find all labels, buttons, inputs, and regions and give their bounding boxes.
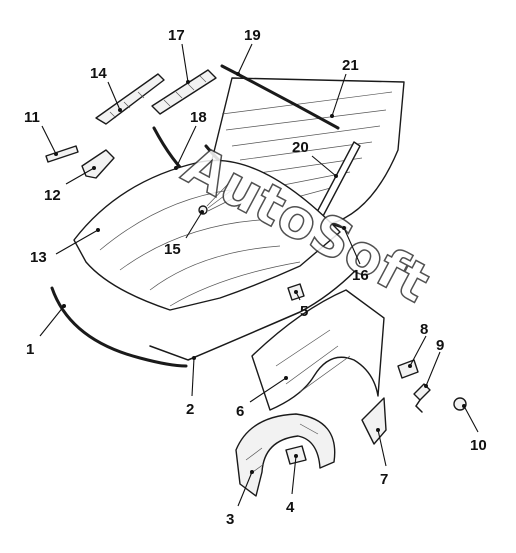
part-release-cable [149, 269, 357, 361]
callout-5: 5 [300, 303, 308, 320]
callout-12: 12 [44, 187, 61, 204]
part-lamp-socket [413, 383, 431, 413]
part-bracket-plate [361, 397, 387, 445]
callout-13: 13 [30, 249, 47, 266]
callout-21: 21 [342, 57, 359, 74]
callout-1: 1 [26, 341, 34, 358]
callout-9: 9 [436, 337, 444, 354]
part-front-fender [251, 289, 385, 411]
callout-2: 2 [186, 401, 194, 418]
part-hood-hinge [81, 149, 115, 179]
callout-17: 17 [168, 27, 185, 44]
callout-labels: 1 2 3 4 5 6 7 8 9 10 11 12 13 14 15 16 1… [24, 27, 487, 528]
part-cowl-panel [151, 69, 217, 115]
callout-7: 7 [380, 471, 388, 488]
callout-10: 10 [470, 437, 487, 454]
callout-8: 8 [420, 321, 428, 338]
leader-lines [39, 43, 479, 507]
part-hood-strut [45, 145, 79, 163]
callout-20: 20 [292, 139, 309, 156]
callout-15: 15 [164, 241, 181, 258]
part-hood [73, 159, 341, 311]
callout-3: 3 [226, 511, 234, 528]
callout-19: 19 [244, 27, 261, 44]
callout-6: 6 [236, 403, 244, 420]
callout-11: 11 [24, 109, 40, 126]
part-wheel-liner [235, 413, 336, 497]
part-wiper-arm [95, 73, 165, 125]
part-front-lip-seal [50, 286, 188, 368]
callout-4: 4 [286, 499, 295, 516]
callout-16: 16 [352, 267, 369, 284]
part-grommet [453, 397, 467, 411]
part-windshield-upper-strip [220, 64, 340, 130]
callout-14: 14 [90, 65, 107, 82]
part-side-marker-lamp [397, 359, 419, 379]
callout-18: 18 [190, 109, 207, 126]
